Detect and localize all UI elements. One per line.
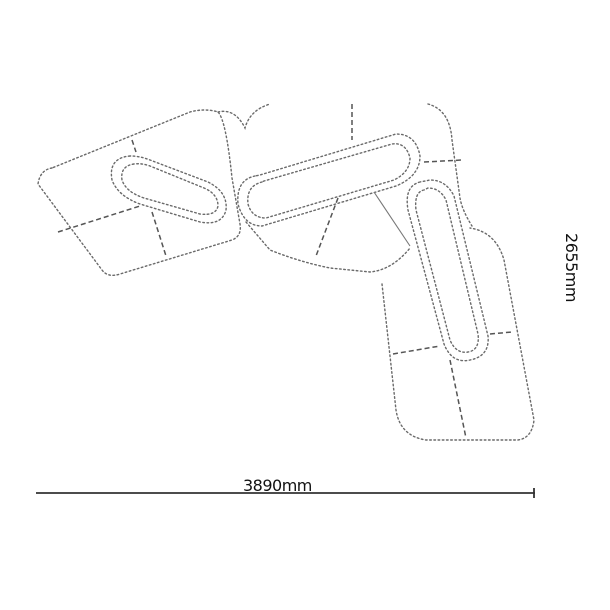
left-cushion-oval (110, 155, 227, 224)
right-cushion-oval (406, 179, 489, 362)
width-dimension-label: 3890mm (243, 476, 312, 495)
center-wedge-module (245, 191, 411, 273)
left-seat-module (37, 109, 242, 277)
width-dimension-line (36, 488, 535, 498)
right-seat-module (381, 227, 535, 441)
height-dimension-label: 2655mm (561, 233, 581, 302)
back-rests (217, 103, 473, 227)
center-cushion-oval (237, 133, 421, 227)
